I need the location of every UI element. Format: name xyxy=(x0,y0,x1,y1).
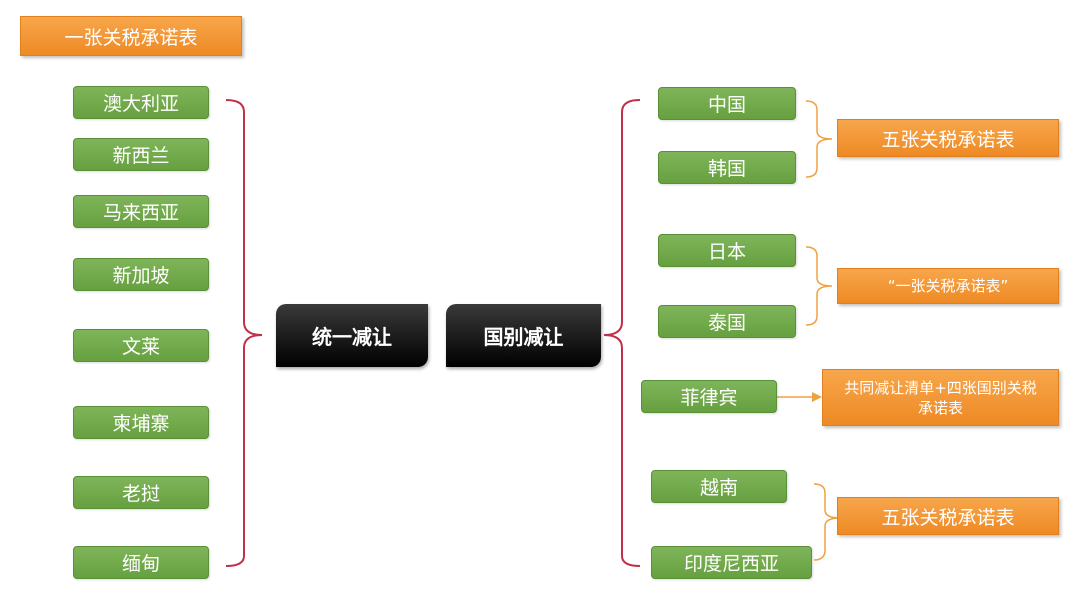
uniform-reduction-box: 统一减让 xyxy=(276,304,428,367)
country-box-china: 中国 xyxy=(658,87,796,120)
right-bracket xyxy=(603,99,641,567)
country-box-cambodia: 柬埔寨 xyxy=(73,406,209,439)
country-box-indonesia: 印度尼西亚 xyxy=(651,546,812,579)
country-box-myanmar: 缅甸 xyxy=(73,546,209,579)
orange-bracket-2 xyxy=(805,246,833,326)
country-box-new-zealand: 新西兰 xyxy=(73,138,209,171)
orange-bracket-1 xyxy=(805,100,833,178)
country-box-brunei: 文莱 xyxy=(73,329,209,362)
outcome-box-five-schedules-1: 五张关税承诺表 xyxy=(837,119,1059,157)
country-box-japan: 日本 xyxy=(658,234,796,267)
country-box-malaysia: 马来西亚 xyxy=(73,195,209,228)
country-box-laos: 老挝 xyxy=(73,476,209,509)
country-box-australia: 澳大利亚 xyxy=(73,86,209,119)
country-box-korea: 韩国 xyxy=(658,151,796,184)
outcome-box-common-list: 共同减让清单+四张国别关税承诺表 xyxy=(822,369,1059,426)
country-box-philippines: 菲律宾 xyxy=(641,380,777,413)
outcome-box-five-schedules-2: 五张关税承诺表 xyxy=(837,497,1059,535)
arrow-head xyxy=(812,392,822,402)
country-box-vietnam: 越南 xyxy=(651,470,787,503)
country-specific-reduction-box: 国别减让 xyxy=(446,304,601,367)
country-box-singapore: 新加坡 xyxy=(73,258,209,291)
country-box-thailand: 泰国 xyxy=(658,305,796,338)
outcome-box-one-schedule: “一张关税承诺表” xyxy=(837,268,1059,304)
title-box: 一张关税承诺表 xyxy=(20,16,242,56)
left-bracket xyxy=(225,99,263,567)
